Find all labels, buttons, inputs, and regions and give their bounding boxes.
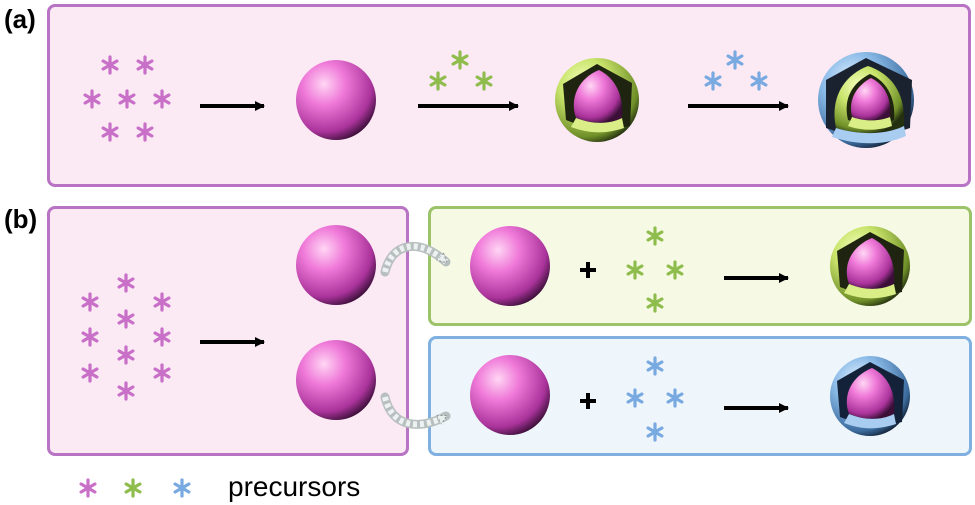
core-shell-green-sphere [830, 226, 910, 306]
blue-star-icon [726, 50, 744, 70]
magenta-star-icon [101, 55, 119, 75]
core-sphere [470, 226, 550, 306]
panel-a-label: (a) [4, 4, 36, 34]
plus-icon [580, 393, 596, 409]
panel-a-green-precursors [429, 50, 493, 91]
blue-star-icon [666, 388, 684, 408]
core-sphere [296, 340, 376, 420]
magenta-star-icon [118, 89, 136, 109]
core-shell-green-sphere [555, 58, 639, 142]
magenta-star-icon [81, 327, 99, 347]
green-star-icon [475, 71, 493, 91]
core-sphere [296, 60, 376, 140]
panel-b-label: (b) [4, 204, 38, 234]
blue-star-icon [704, 71, 722, 91]
magenta-star-icon [81, 292, 99, 312]
legend-symbols [79, 478, 191, 498]
green-star-icon [666, 260, 684, 280]
panel-a-box [47, 4, 971, 187]
core-sphere [470, 355, 550, 435]
core-shell-shell-sphere [818, 52, 914, 148]
blue-star-icon [646, 356, 664, 376]
blue-star-icon [646, 422, 664, 442]
magenta-star-icon [117, 345, 135, 365]
blue-star-icon [750, 71, 768, 91]
green-star-icon [626, 260, 644, 280]
magenta-star-icon [153, 363, 171, 383]
panel-b-blue-precursors [626, 356, 684, 442]
magenta-star-icon [101, 122, 119, 142]
panel-a-blue-precursors [704, 50, 768, 91]
core-sphere [296, 225, 376, 305]
panel-b-green-precursors [626, 226, 684, 313]
magenta-star-icon [117, 309, 135, 329]
magenta-star-icon [81, 363, 99, 383]
magenta-star-icon [153, 292, 171, 312]
magenta-star-icon [153, 89, 171, 109]
green-star-icon [124, 478, 142, 498]
magenta-star-icon [79, 478, 97, 498]
green-star-icon [451, 50, 469, 70]
magenta-star-icon [153, 327, 171, 347]
plus-icon [580, 262, 596, 278]
magenta-star-icon [83, 89, 101, 109]
panel-a-magenta-precursors [83, 55, 171, 142]
magenta-star-icon [136, 55, 154, 75]
magenta-star-icon [136, 122, 154, 142]
green-star-icon [646, 226, 664, 246]
magenta-star-icon [117, 273, 135, 293]
panel-b-magenta-precursors [81, 273, 171, 401]
blue-star-icon [626, 388, 644, 408]
green-star-icon [429, 71, 447, 91]
blue-star-icon [173, 478, 191, 498]
magenta-star-icon [117, 381, 135, 401]
core-shell-blue-sphere [830, 356, 910, 436]
green-star-icon [646, 293, 664, 313]
legend-label: precursors [228, 471, 361, 502]
